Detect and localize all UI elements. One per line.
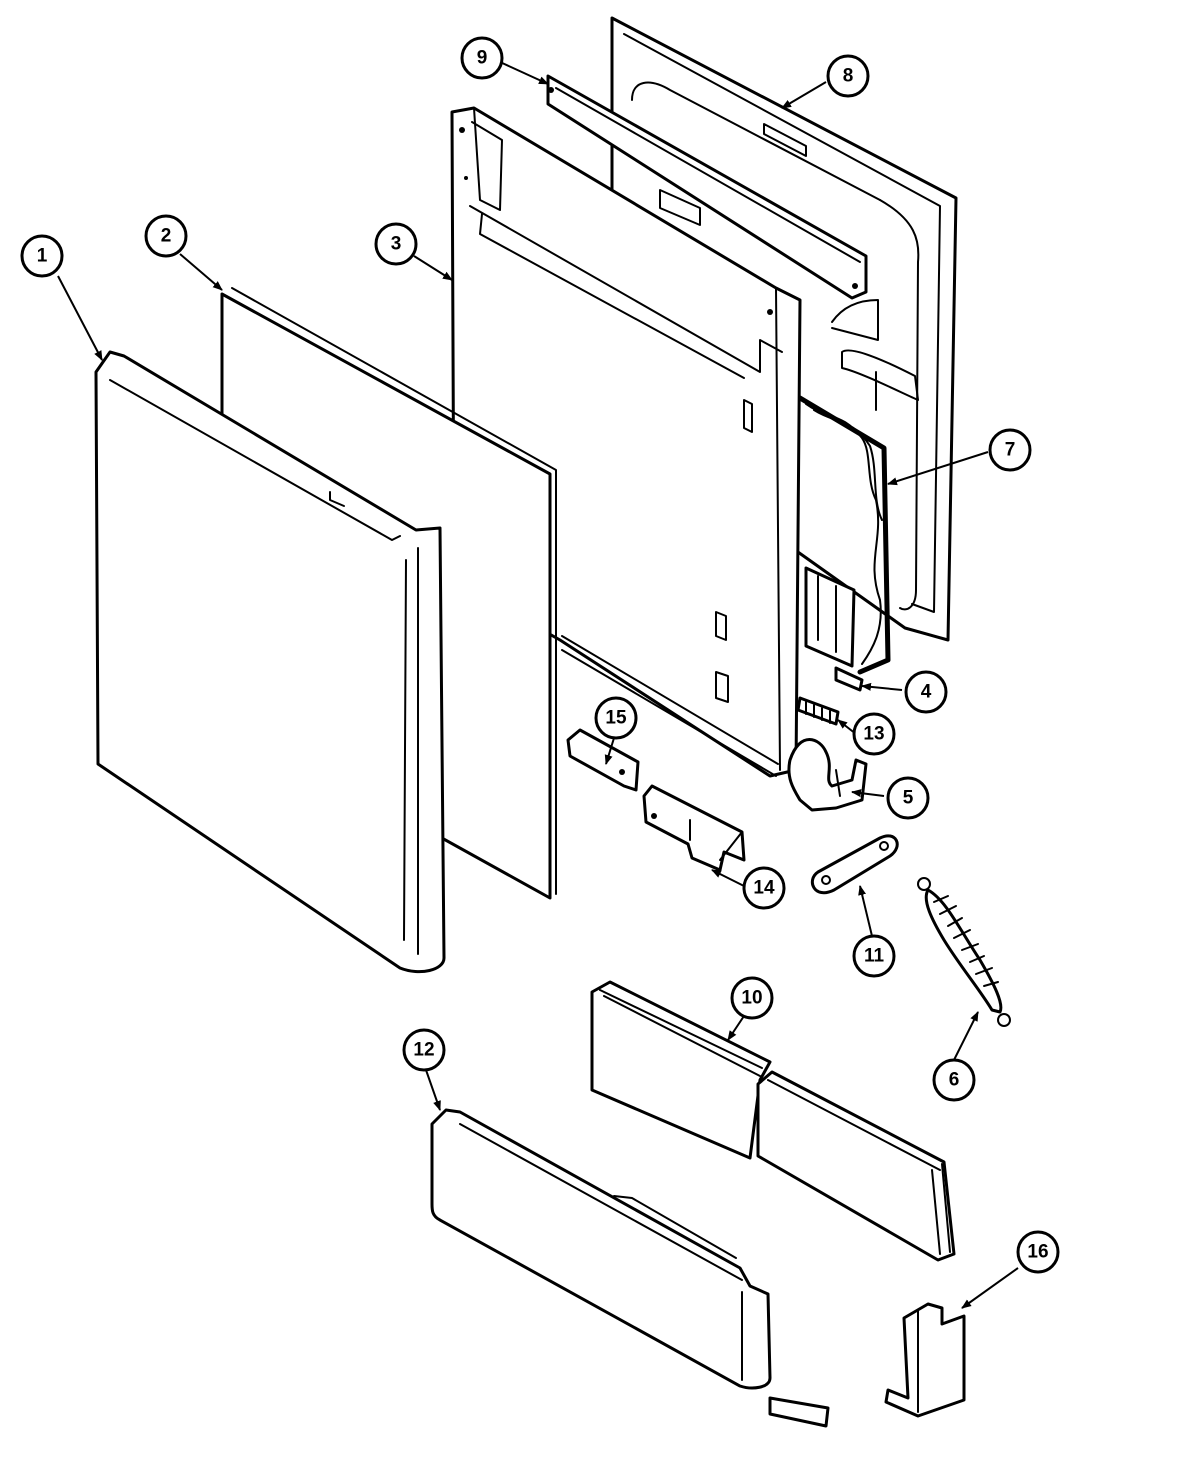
svg-text:4: 4 [921,682,932,703]
part-6-spring [917,877,1011,1027]
part-5-hinge-bracket [787,738,868,812]
svg-text:14: 14 [753,878,775,899]
svg-text:13: 13 [863,724,884,745]
callout-12: 12 [402,1028,446,1072]
part-11-link [811,834,899,895]
leader-lines [57,61,1019,1309]
part-16-end-cap [884,1302,966,1418]
svg-text:1: 1 [37,246,48,267]
callout-9: 9 [460,36,504,80]
part-9-top-strip [546,74,868,300]
callout-15: 15 [594,696,638,740]
callout-13: 13 [852,712,896,756]
callout-11: 11 [852,934,896,978]
svg-text:2: 2 [161,226,172,247]
svg-text:11: 11 [864,946,885,967]
svg-text:7: 7 [1005,440,1016,461]
svg-text:8: 8 [843,66,854,87]
callout-6: 6 [932,1058,976,1102]
svg-text:6: 6 [949,1070,960,1091]
callout-16: 16 [1016,1230,1060,1274]
svg-text:9: 9 [477,48,488,69]
callout-8: 8 [826,54,870,98]
callout-14: 14 [742,866,786,910]
part-13-label-strip [796,696,840,726]
svg-text:16: 16 [1027,1242,1048,1263]
part-12-kick-panel [430,1108,830,1428]
part-4-latch-bracket [804,566,864,692]
callout-3: 3 [374,222,418,266]
svg-text:15: 15 [605,708,627,729]
callout-5: 5 [886,776,930,820]
part-7-gasket [797,395,891,675]
part-14-bracket [642,784,746,872]
part-1-outer-door [94,350,446,974]
callouts: 1 2 3 4 5 6 7 8 9 10 11 12 13 14 15 16 [20,36,1060,1274]
part-10-insulation [590,980,956,1262]
svg-text:10: 10 [741,988,762,1009]
callout-10: 10 [730,976,774,1020]
svg-text:3: 3 [391,234,402,255]
callout-4: 4 [904,670,948,714]
callout-1: 1 [20,234,64,278]
callout-7: 7 [988,428,1032,472]
part-15-clip [566,728,640,792]
svg-text:5: 5 [903,788,914,809]
callout-2: 2 [144,214,188,258]
svg-text:12: 12 [413,1040,434,1061]
